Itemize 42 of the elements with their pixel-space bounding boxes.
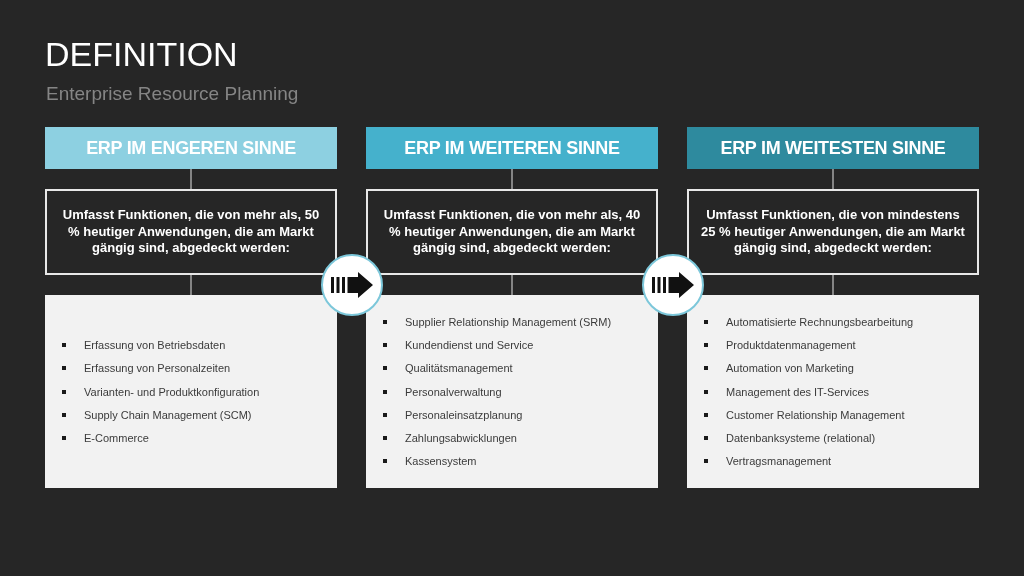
slide-title: DEFINITION [45, 34, 238, 74]
column-heading: ERP IM WEITEREN SINNE [404, 137, 620, 159]
column-header [687, 127, 979, 169]
list-item: Management des IT-Services [726, 384, 870, 399]
list-item: Kassensystem [405, 454, 477, 469]
description-box [687, 189, 979, 275]
subtitle: Enterprise Resource Planning [46, 82, 299, 106]
column-heading: ERP IM WEITESTEN SINNE [720, 137, 946, 159]
description-box [366, 189, 658, 275]
connector-line [511, 274, 513, 296]
list-panel [366, 295, 658, 488]
list-item: Qualitätsmanagement [405, 361, 513, 376]
column-header [45, 127, 337, 169]
description-box [45, 189, 337, 275]
list-item: Produktdatenmanagement [726, 338, 856, 353]
column-header [366, 127, 658, 169]
list-item: Zahlungsabwicklungen [405, 430, 517, 445]
list-panel [687, 295, 979, 488]
list-item: Erfassung von Betriebsdaten [84, 338, 226, 353]
list-item: Varianten- und Produktkonfiguration [84, 384, 260, 399]
list-item: Kundendienst und Service [405, 338, 534, 353]
list-item: Personaleinsatzplanung [405, 407, 523, 422]
connector-line [832, 168, 834, 190]
list-item: Customer Relationship Management [726, 407, 905, 422]
column-heading: ERP IM ENGEREN SINNE [86, 137, 296, 159]
list-item: Erfassung von Personalzeiten [84, 361, 231, 376]
list-item: Supplier Relationship Management (SRM) [405, 314, 612, 329]
description-text: Umfasst Funktionen, die von mehr als, 50 % heutiger Anwendungen, die am Markt gängig sind, abgedeckt werden: [61, 207, 321, 257]
list-item: Supply Chain Management (SCM) [84, 407, 252, 422]
list-item: Vertragsmanagement [726, 454, 832, 469]
connector-line [832, 274, 834, 296]
list-item: E-Commerce [84, 430, 149, 445]
connector-line [190, 168, 192, 190]
list-item: Personalverwaltung [405, 384, 502, 399]
description-text: Umfasst Funktionen, die von mindestens 25 % heutiger Anwendungen, die am Markt gängig sind, abgedeckt werden: [700, 207, 966, 257]
description-text: Umfasst Funktionen, die von mehr als, 40 % heutiger Anwendungen, die am Markt gängig sind, abgedeckt werden: [382, 207, 642, 257]
list-item: Datenbanksysteme (relational) [726, 430, 876, 445]
list-item: Automatisierte Rechnungsbearbeitung [726, 314, 914, 329]
connector-line [511, 168, 513, 190]
connector-line [190, 274, 192, 296]
list-item: Automation von Marketing [726, 361, 854, 376]
list-panel [45, 295, 337, 488]
